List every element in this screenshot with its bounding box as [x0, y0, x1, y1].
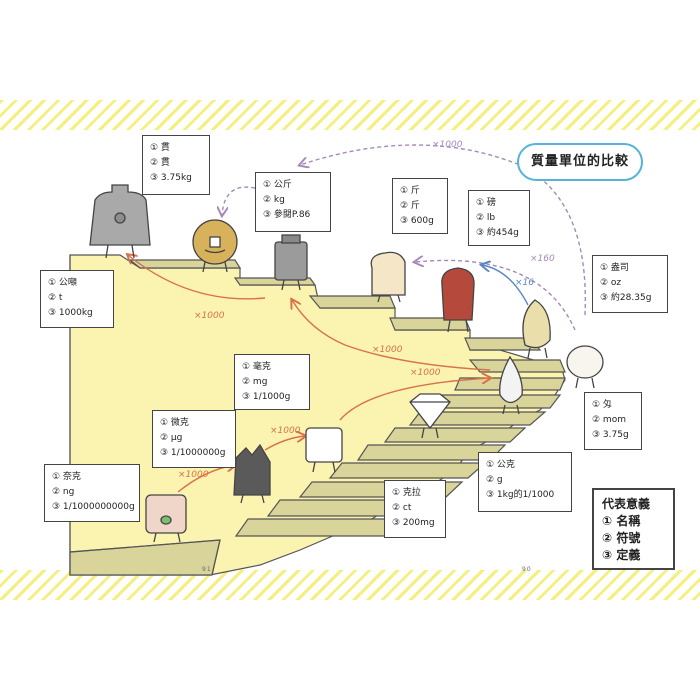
unit-definition: ③ 1/1000000000g — [52, 502, 135, 512]
arrow-oz-lb — [482, 265, 529, 306]
staircase — [69, 254, 566, 576]
legend-item: ② 符號 — [602, 531, 641, 545]
ng-character — [145, 494, 187, 543]
label-oz-lb: ×16 — [515, 278, 534, 288]
unit-symbol: ② 貫 — [150, 158, 170, 168]
title-text: 質量單位的比較 — [530, 154, 629, 169]
ct-character — [409, 393, 451, 439]
conversion-arrows — [128, 144, 587, 493]
bubble-ct: ① 克拉 ② ct ③ 200mg — [384, 480, 446, 538]
unit-definition: ③ 1/1000g — [242, 392, 291, 402]
bubble-ton: ① 公噸 ② t ③ 1000kg — [40, 270, 114, 328]
unit-definition: ③ 3.75g — [592, 430, 629, 440]
page-number-right: 90 — [522, 566, 532, 573]
unit-name: ① 匁 — [592, 400, 612, 410]
bubble-kan: ① 貫 ② 貫 ③ 3.75kg — [142, 135, 210, 195]
unit-definition: ③ 參閱P.86 — [263, 210, 311, 220]
top-stripe-band — [0, 100, 700, 130]
unit-name: ① 微克 — [160, 418, 189, 428]
unit-definition: ③ 約28.35g — [600, 293, 652, 303]
ug-character — [233, 443, 271, 504]
bubble-kg: ① 公斤 ② kg ③ 參閱P.86 — [255, 172, 331, 232]
unit-symbol: ② ng — [52, 487, 75, 497]
unit-symbol: ② mg — [242, 377, 268, 387]
legend-item: ① 名稱 — [602, 514, 641, 528]
unit-symbol: ② kg — [263, 195, 285, 205]
unit-name: ① 盎司 — [600, 263, 629, 273]
mg-character — [305, 427, 343, 473]
arrow-mg-g — [339, 378, 490, 421]
unit-symbol: ② lb — [476, 213, 496, 223]
unit-symbol: ② t — [48, 293, 63, 303]
kg-character — [274, 234, 308, 291]
unit-symbol: ② g — [486, 475, 503, 485]
unit-name: ① 克拉 — [392, 488, 421, 498]
arrow-kg-t — [128, 255, 266, 300]
lb-character — [441, 267, 475, 333]
unit-definition: ③ 1000kg — [48, 308, 93, 318]
bubble-g: ① 公克 ② g ③ 1kg的1/1000 — [478, 452, 572, 512]
jin-character — [370, 251, 406, 303]
label-ug-mg: ×1000 — [270, 426, 301, 436]
unit-symbol: ② ct — [392, 503, 412, 513]
arrow-mom-jin — [415, 260, 576, 331]
bubble-ug: ① 微克 ② μg ③ 1/1000000g — [152, 410, 236, 468]
unit-definition: ③ 200mg — [392, 518, 435, 528]
arrow-g-kg — [292, 300, 491, 371]
bubble-lb: ① 磅 ② lb ③ 約454g — [468, 190, 530, 246]
unit-definition: ③ 1kg的1/1000 — [486, 490, 555, 500]
kan-character — [192, 219, 238, 273]
label-g-kg: ×1000 — [372, 345, 403, 355]
characters — [89, 184, 604, 543]
ton-character — [89, 184, 151, 259]
bubble-jin: ① 斤 ② 斤 ③ 600g — [392, 178, 448, 234]
unit-name: ① 公噸 — [48, 278, 77, 288]
legend-title: 代表意義 — [602, 497, 651, 511]
label-ng-ug: ×1000 — [178, 470, 209, 480]
label-kg-kan: ×1000 — [432, 140, 463, 150]
arrow-kg-kan — [222, 186, 263, 215]
page-title: 質量單位的比較 — [517, 143, 643, 181]
unit-name: ① 公克 — [486, 460, 515, 470]
unit-definition: ③ 約454g — [476, 228, 519, 238]
unit-definition: ③ 600g — [400, 216, 434, 226]
legend-item: ③ 定義 — [602, 548, 641, 562]
unit-symbol: ② μg — [160, 433, 183, 443]
bubble-ng: ① 奈克 ② ng ③ 1/1000000000g — [44, 464, 140, 522]
unit-name: ① 毫克 — [242, 362, 271, 372]
unit-name: ① 磅 — [476, 198, 496, 208]
bubble-mom: ① 匁 ② mom ③ 3.75g — [584, 392, 642, 450]
page-number-left: 91 — [202, 566, 212, 573]
unit-symbol: ② mom — [592, 415, 626, 425]
unit-definition: ③ 3.75kg — [150, 173, 192, 183]
arrow-ug-mg — [264, 436, 305, 451]
label-kg-t: ×1000 — [194, 311, 225, 321]
unit-name: ① 斤 — [400, 186, 420, 196]
g-character — [499, 355, 523, 415]
bubble-mg: ① 毫克 ② mg ③ 1/1000g — [234, 354, 310, 410]
oz-character — [522, 299, 551, 359]
unit-name: ① 奈克 — [52, 472, 81, 482]
unit-symbol: ② 斤 — [400, 201, 420, 211]
unit-name: ① 貫 — [150, 143, 170, 153]
unit-name: ① 公斤 — [263, 180, 292, 190]
bubble-oz: ① 盎司 ② oz ③ 約28.35g — [592, 255, 668, 313]
unit-symbol: ② oz — [600, 278, 622, 288]
label-oz-jin: ×160 — [530, 254, 555, 264]
legend-box: 代表意義 ① 名稱 ② 符號 ③ 定義 — [592, 488, 675, 570]
label-mg-g: ×1000 — [410, 368, 441, 378]
mom-character — [566, 345, 604, 389]
unit-definition: ③ 1/1000000g — [160, 448, 226, 458]
